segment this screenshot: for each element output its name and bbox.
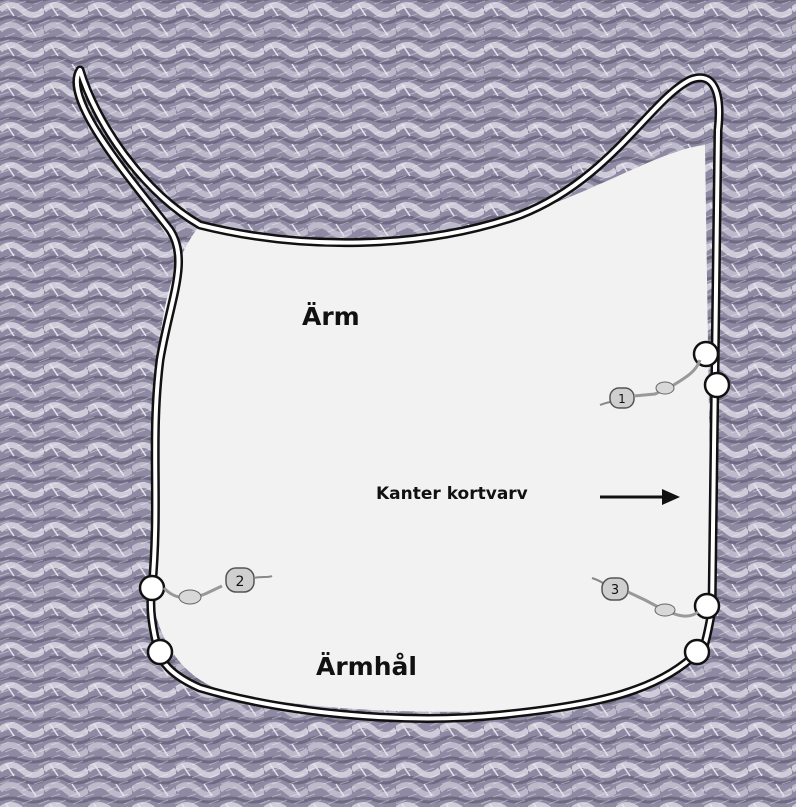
marker-1-number: 1: [618, 392, 626, 406]
node-circle: [705, 373, 729, 397]
node-circle: [148, 640, 172, 664]
node-circle: [695, 594, 719, 618]
marker-3-number: 3: [611, 583, 619, 598]
node-circle: [140, 576, 164, 600]
label-arm: Ärm: [302, 302, 360, 331]
label-kanter-kortvarv: Kanter kortvarv: [376, 484, 528, 504]
label-armhal: Ärmhål: [316, 652, 417, 681]
marker-2-number: 2: [236, 574, 245, 590]
node-circle: [685, 640, 709, 664]
